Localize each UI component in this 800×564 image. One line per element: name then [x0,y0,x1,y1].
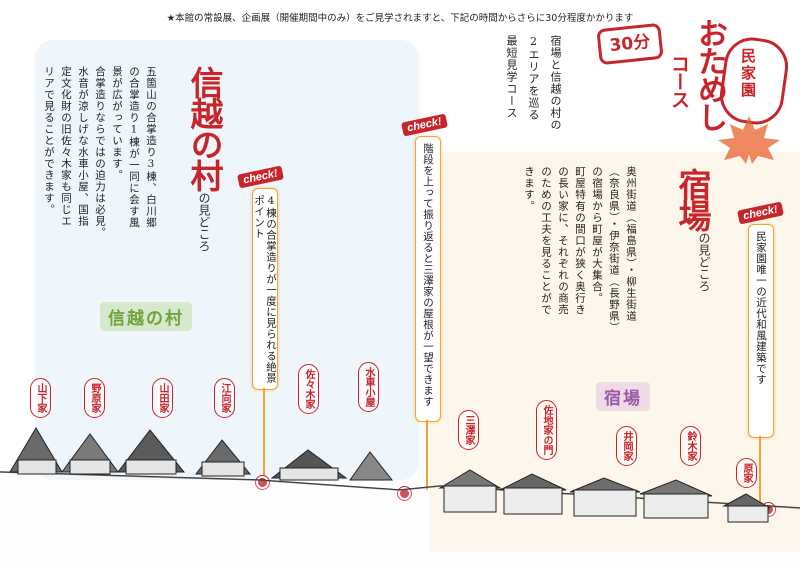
notice-text: ★本館の常設展、企画展（開催期間中のみ）をご見学されますと、下記の時間からさらに… [166,13,634,24]
terrain-fill [0,472,800,564]
shukuba-area-tag: 宿場 [596,382,650,411]
house-label-suzuki: 鈴木家 [680,426,701,466]
house-label-ioka: 井岡家 [616,426,637,466]
stamp-sub-text: 民家園 [739,48,757,99]
shinetsu-area-tag: 信越の村 [100,302,192,331]
house-label-suisha: 水車小屋 [358,362,379,412]
check-stem-3 [759,436,761,506]
shukuba-houses [438,469,771,523]
house-label-sasaki: 佐々木家 [298,364,319,414]
check-callout-3: 民家園唯一の近代和風建築です [748,224,774,438]
stamp-main-text-line2: コース [668,54,690,108]
check-callout-2-text: 階段を上って振り返ると三澤家の屋根が一望できます [422,143,434,407]
check-stem-2 [426,420,428,490]
maple-leaf-icon [718,116,780,164]
stamp-main-text: おためし [692,18,727,130]
shukuba-title: 宿場 [673,168,712,230]
gassho-houses [9,427,394,481]
shinetsu-subtitle: の見どころ [197,192,211,252]
check-stem-1 [263,388,265,480]
house-label-nohara: 野原家 [84,378,105,418]
shukuba-subtitle: の見どころ [697,232,711,292]
house-label-hara: 原家 [736,458,757,488]
house-label-sachi-gate: 佐地家の門 [536,400,557,460]
check-callout-2: 階段を上って振り返ると三澤家の屋根が一望できます [415,136,441,422]
house-label-misawa: 三澤家 [458,410,479,450]
house-label-yamashita: 山下家 [30,378,51,418]
house-label-emukai: 江向家 [214,378,235,418]
house-label-yamada: 山田家 [152,378,173,418]
intro-text: 宿場と信越の村の 2エリアを巡る 最短見学コース [505,35,562,131]
check-callout-3-text: 民家園唯一の近代和風建築です [755,231,767,385]
shinetsu-description: 五箇山の合掌造り3棟、白川郷 の合掌造り1棟が一同に会す風 景が広がっています。… [43,66,157,239]
check-callout-1: 4棟の合掌造りが一度に見られる絶景ポイント [252,188,278,390]
check-callout-1-text: 4棟の合掌造りが一度に見られる絶景ポイント [253,195,277,384]
minutes-stamp: 30分 [596,22,664,66]
shinetsu-title: 信越の村 [185,66,224,190]
check-point-1 [256,476,269,489]
course-stamp: 30分 おためし コース 民家園 [596,18,796,168]
village-illustration [0,427,800,564]
shukuba-description: 奥州街道（福島県）・柳生街道 （奈良県）・伊奈街道（長野県） の宿場から町屋が大… [523,166,637,334]
